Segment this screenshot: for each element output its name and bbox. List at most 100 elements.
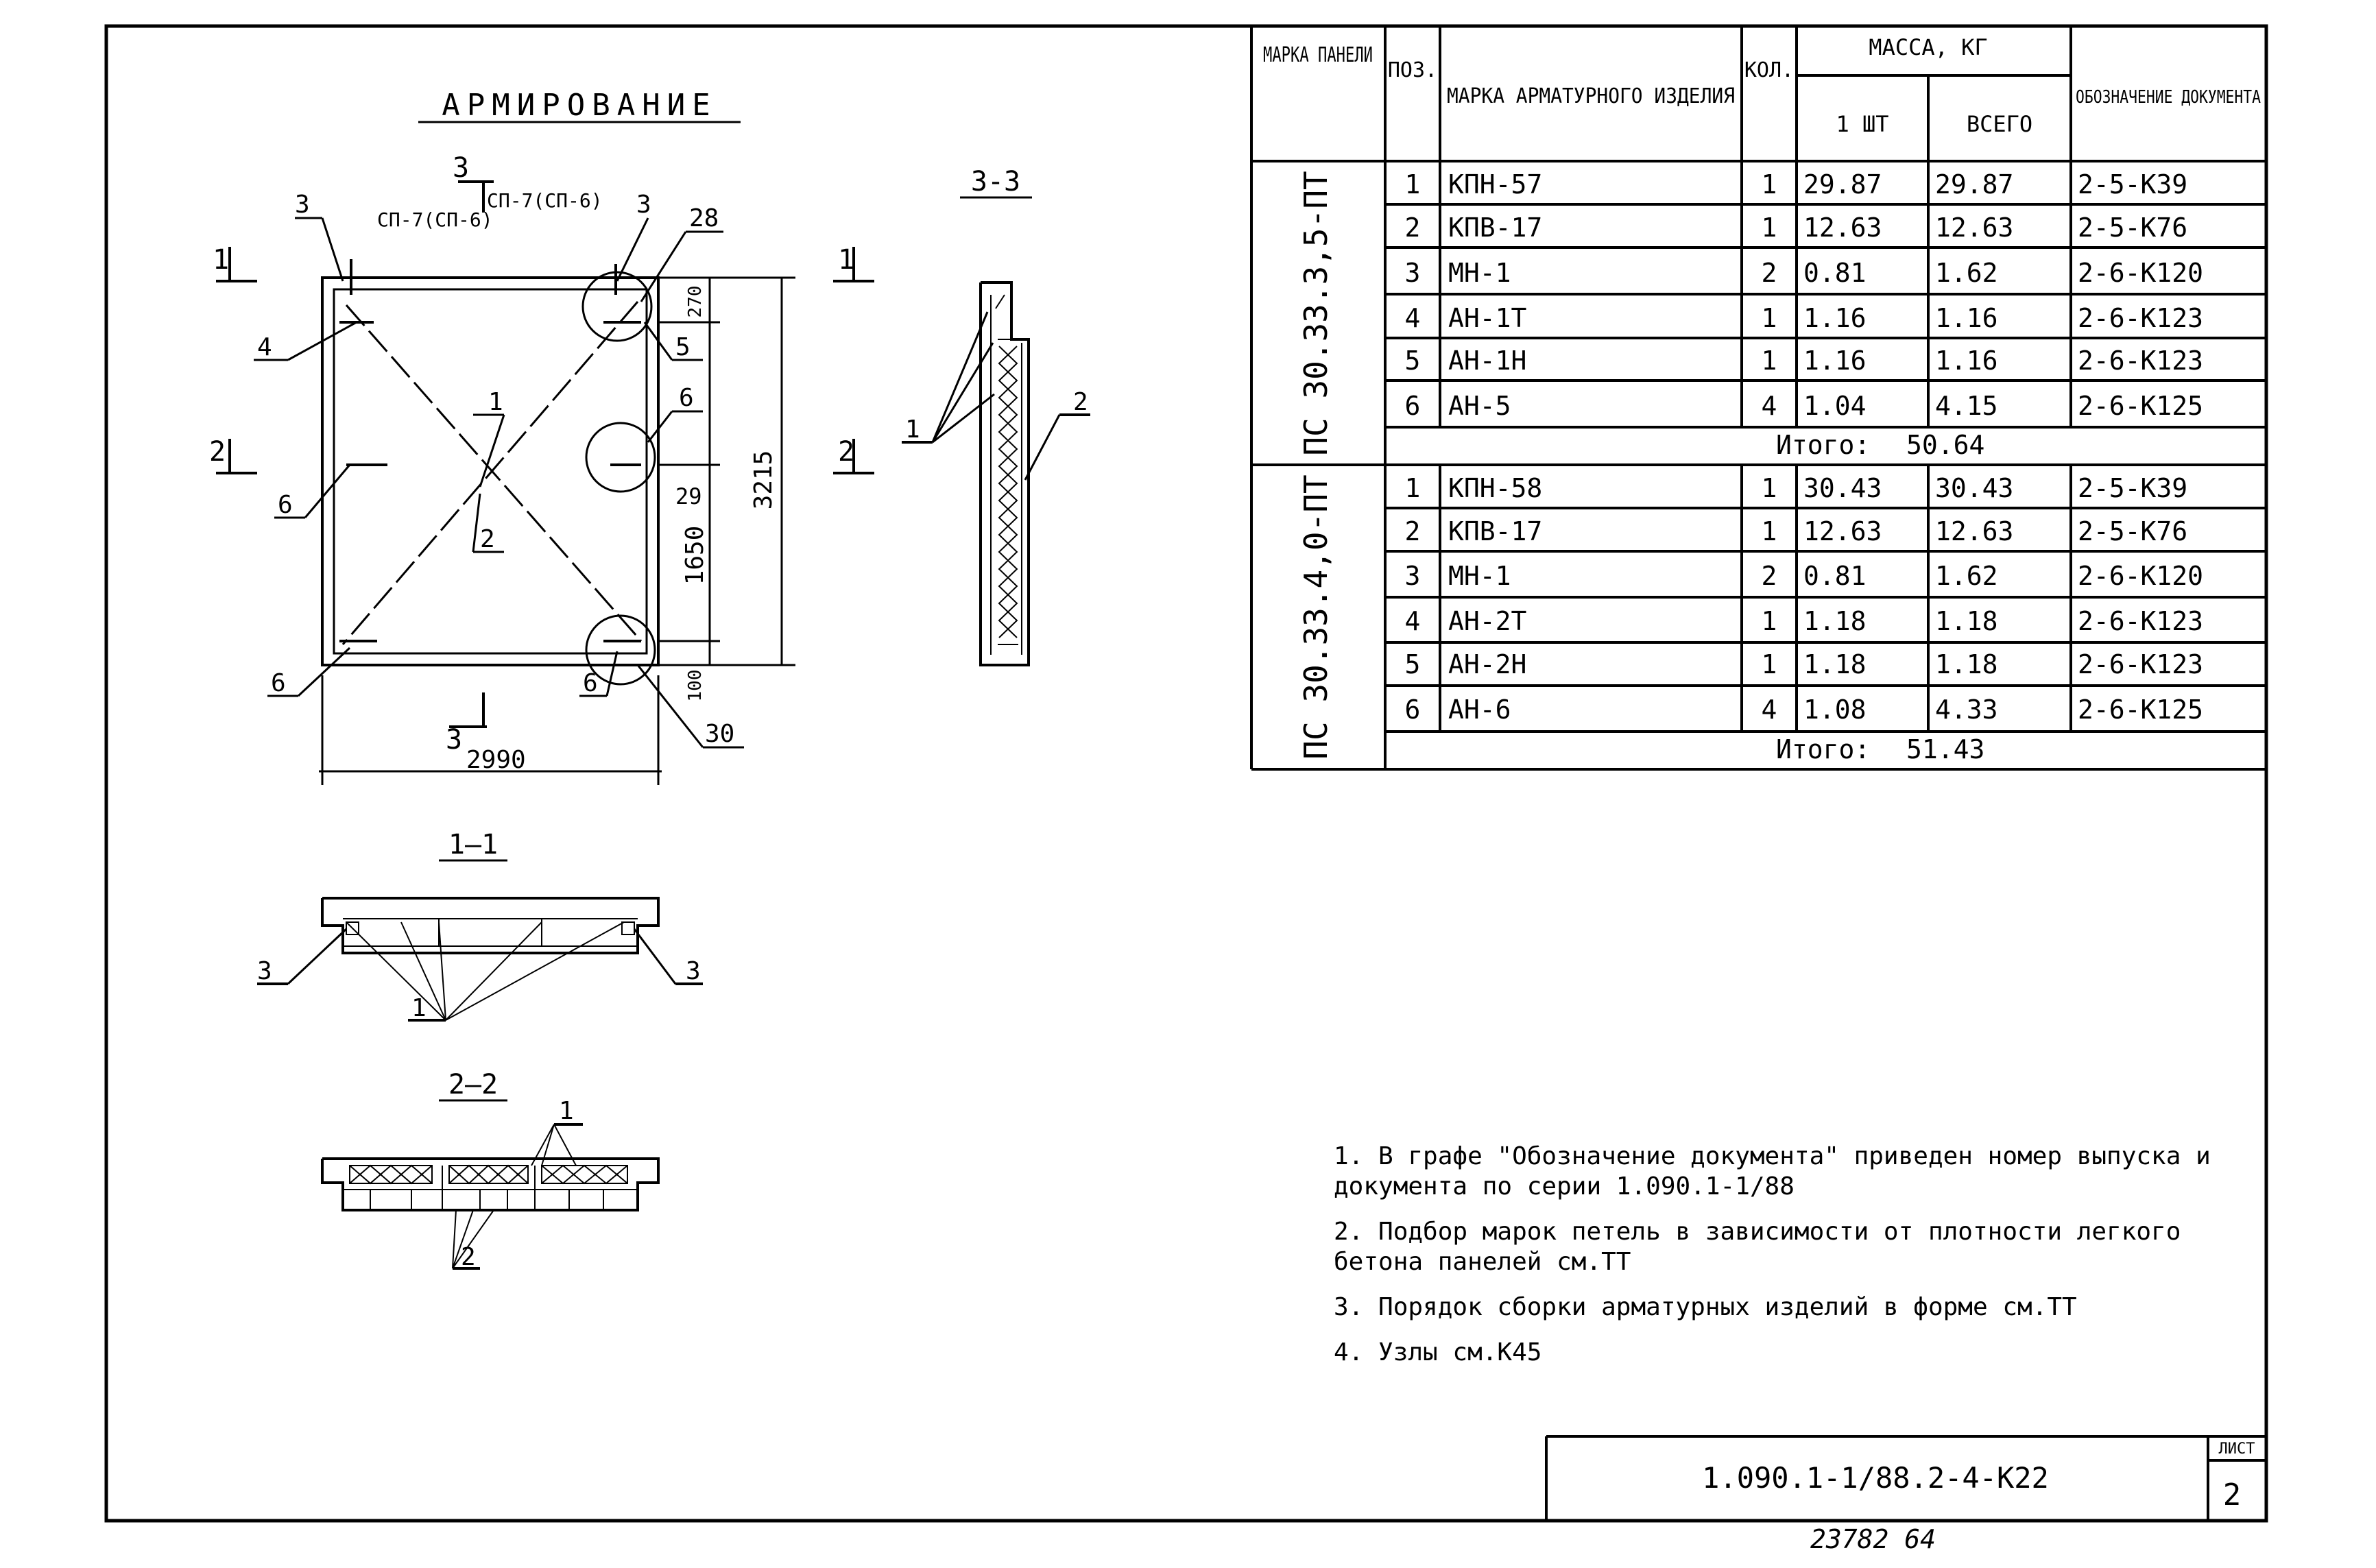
cell-mark: КПН-58 — [1448, 473, 1542, 503]
cell-mass-one: 1.18 — [1803, 649, 1867, 679]
group-2-total-value: 51.43 — [1906, 734, 1984, 764]
cell-qty: 1 — [1762, 303, 1777, 333]
cell-mass-one: 30.43 — [1803, 473, 1882, 503]
section-1-1-label: 1—1 — [448, 829, 498, 860]
callout-28: 28 — [689, 204, 719, 232]
cell-mark: АН-1Н — [1448, 346, 1526, 376]
callout-30: 30 — [705, 720, 734, 748]
cell-mark: КПВ-17 — [1448, 516, 1542, 546]
table-row: 2 КПВ-17 1 12.63 12.63 2-5-К76 — [1405, 516, 2188, 546]
cell-pos: 2 — [1405, 516, 1421, 546]
dim-height: 3215 — [749, 450, 778, 510]
section-mark-labels: 1 1 2 2 3 3 — [209, 152, 854, 756]
cell-pos: 3 — [1405, 561, 1421, 591]
cell-mark: АН-2Н — [1448, 649, 1526, 679]
cell-mark: АН-2Т — [1448, 606, 1526, 636]
cell-mark: АН-5 — [1448, 391, 1511, 421]
note-item: 3. Порядок сборки арматурных изделий в ф… — [1334, 1293, 2077, 1321]
cell-mass-total: 29.87 — [1935, 169, 2013, 200]
callout-2-center: 2 — [480, 525, 495, 553]
cell-qty: 1 — [1762, 346, 1777, 376]
table-row: 6 АН-6 4 1.08 4.33 2-6-К125 — [1405, 695, 2203, 725]
table-row: 4 АН-1Т 1 1.16 1.16 2-6-К123 — [1405, 303, 2203, 333]
cell-mass-one: 1.18 — [1803, 606, 1867, 636]
cell-doc: 2-6-К120 — [2078, 258, 2203, 288]
title-block — [1545, 1435, 2266, 1521]
table-row: 5 АН-1Н 1 1.16 1.16 2-6-К123 — [1405, 346, 2203, 376]
callout-4: 4 — [257, 333, 272, 361]
table-row: 1 КПН-57 1 29.87 29.87 2-5-К39 — [1405, 169, 2188, 200]
cell-mass-one: 0.81 — [1803, 258, 1867, 288]
cell-mass-one: 1.16 — [1803, 346, 1867, 376]
section-mark-3-top: 3 — [453, 152, 469, 184]
section-mark-1-left: 1 — [213, 244, 229, 276]
section-3-3-callout-2: 2 — [1073, 388, 1088, 416]
cell-mass-one: 1.16 — [1803, 303, 1867, 333]
notes-block: 1. В графе "Обозначение документа" приве… — [1334, 1142, 2253, 1383]
cell-qty: 1 — [1762, 649, 1777, 679]
section-2-2-callout-1: 1 — [559, 1097, 574, 1125]
drawing-title: АРМИРОВАНИЕ — [442, 88, 717, 123]
section-3-3 — [902, 281, 1090, 666]
section-mark-3-bottom: 3 — [446, 724, 462, 756]
cell-doc: 2-6-К125 — [2078, 695, 2203, 725]
dim-mid: 1650 — [681, 526, 709, 586]
callout-6-bottom-left: 6 — [271, 669, 286, 697]
cell-mass-one: 1.08 — [1803, 695, 1867, 725]
panel-elevation — [321, 259, 660, 686]
cell-doc: 2-5-К39 — [2078, 473, 2187, 503]
cell-qty: 2 — [1762, 258, 1777, 288]
cell-qty: 4 — [1762, 391, 1777, 421]
section-2-2-label: 2—2 — [448, 1069, 498, 1100]
section-mark-2-left: 2 — [209, 436, 226, 468]
cell-mass-total: 1.18 — [1935, 606, 1998, 636]
cell-pos: 1 — [1405, 473, 1421, 503]
cell-pos: 2 — [1405, 213, 1421, 243]
dim-bottom: 100 — [685, 670, 706, 702]
cell-mark: МН-1 — [1448, 561, 1511, 591]
cell-mass-one: 29.87 — [1803, 169, 1882, 200]
section-1-1-callout-1: 1 — [411, 994, 427, 1022]
loop-label-left: СП-7(СП-6) — [377, 208, 493, 231]
cell-doc: 2-6-К123 — [2078, 303, 2203, 333]
table-row: 3 МН-1 2 0.81 1.62 2-6-К120 — [1405, 561, 2203, 591]
stamp-code: 1.090.1-1/88.2-4-К22 — [1702, 1461, 2049, 1495]
specification-table — [1250, 26, 2266, 771]
cell-mass-total: 1.18 — [1935, 649, 1998, 679]
cell-pos: 6 — [1405, 695, 1421, 725]
table-row: 2 КПВ-17 1 12.63 12.63 2-5-К76 — [1405, 213, 2188, 243]
section-1-1 — [257, 897, 703, 1022]
section-mark-2-right: 2 — [838, 436, 854, 468]
cell-doc: 2-6-К120 — [2078, 561, 2203, 591]
cell-mass-one: 0.81 — [1803, 561, 1867, 591]
leader-lines — [254, 217, 744, 749]
cell-pos: 4 — [1405, 606, 1421, 636]
table-group-1-rows: 1 КПН-57 1 29.87 29.87 2-5-К39 2 КПВ-17 … — [1405, 169, 2203, 460]
header-panel-mark: МАРКА ПАНЕЛИ — [1263, 43, 1373, 67]
cell-doc: 2-5-К76 — [2078, 213, 2187, 243]
table-row: 1 КПН-58 1 30.43 30.43 2-5-К39 — [1405, 473, 2188, 503]
table-group-2-rows: 1 КПН-58 1 30.43 30.43 2-5-К39 2 КПВ-17 … — [1405, 473, 2203, 764]
stamp-sheet-label: ЛИСТ — [2219, 1440, 2255, 1458]
cell-mark: МН-1 — [1448, 258, 1511, 288]
note-item: 4. Узлы см.К45 — [1334, 1338, 1542, 1366]
loop-label-right: СП-7(СП-6) — [487, 189, 603, 212]
section-1-1-callout-3-left: 3 — [257, 957, 272, 985]
callout-3-top-left: 3 — [295, 191, 310, 219]
callout-6-right: 6 — [679, 384, 694, 412]
cell-doc: 2-6-К123 — [2078, 606, 2203, 636]
cell-mass-total: 4.15 — [1935, 391, 1998, 421]
callout-5: 5 — [675, 333, 691, 361]
cell-mass-one: 12.63 — [1803, 516, 1882, 546]
cell-qty: 1 — [1762, 473, 1777, 503]
cell-pos: 3 — [1405, 258, 1421, 288]
cell-qty: 1 — [1762, 516, 1777, 546]
panel-mark-group-2: ПС 30.33.4,0-ПТ — [1297, 474, 1334, 759]
cell-qty: 1 — [1762, 213, 1777, 243]
cell-qty: 2 — [1762, 561, 1777, 591]
cell-qty: 1 — [1762, 606, 1777, 636]
cell-mark: КПВ-17 — [1448, 213, 1542, 243]
section-2-2 — [321, 1123, 660, 1270]
group-1-total-label: Итого: — [1776, 430, 1870, 460]
